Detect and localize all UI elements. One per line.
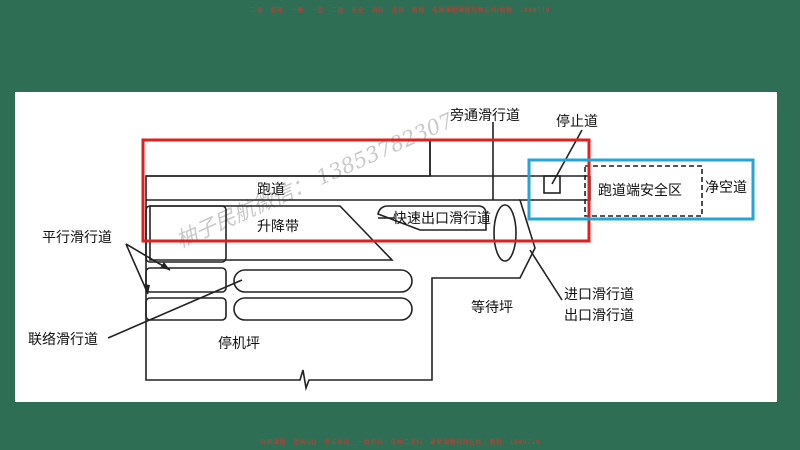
- entrance-taxiway-label: 进口滑行道: [564, 286, 634, 303]
- clearway-highlight-frame: [527, 158, 755, 221]
- arrow-tip-1: [160, 262, 170, 270]
- parallel-taxiway-block-1: [145, 205, 227, 263]
- parallel-taxiway-label: 平行滑行道: [42, 229, 112, 246]
- holding-bay-label: 等待坪: [471, 299, 513, 316]
- arrow-tip-2: [143, 284, 150, 294]
- parallel-taxiway-strip-1: [233, 269, 413, 293]
- runway-strip-label: 升降带: [257, 219, 299, 235]
- watermark-text: 柚子民航微信： 13853782307: [172, 108, 457, 252]
- exit-taxiway-label: 出口滑行道: [564, 307, 634, 324]
- runway-label: 跑道: [257, 182, 285, 198]
- resa-box: [584, 165, 703, 217]
- parallel-taxiway-block-2: [145, 267, 227, 293]
- rapid-exit-taxiway-label: 快速出口滑行道: [393, 210, 491, 227]
- rapid-exit-shape-right: [377, 205, 487, 231]
- bottom-banner: 码哥课程 · 咨询QQ · 考试培训 · 一级资料 · 各种二资料 · 最新课程…: [260, 439, 540, 446]
- parallel-taxiway-strip-2: [233, 297, 413, 321]
- apron-label: 停机坪: [218, 335, 260, 352]
- airfield-boundary: [145, 140, 591, 392]
- stopway-box: [543, 175, 561, 194]
- clearway-label: 净空道: [705, 180, 747, 196]
- entrance-leader: [529, 249, 563, 301]
- runway-highlight-frame: [141, 138, 591, 243]
- top-banner: 二级 · 监理 · 一建 · 一造 · 二造 · 安全 · 消防 · 咨询 · …: [250, 7, 550, 14]
- bypass-taxiway-label: 旁通滑行道: [450, 107, 520, 124]
- connecting-taxiway-label: 联络滑行道: [28, 331, 98, 348]
- connecting-leader: [107, 279, 243, 339]
- parallel-taxiway-block-3: [145, 297, 227, 321]
- resa-label: 跑道端安全区: [598, 182, 682, 199]
- bypass-ellipse: [493, 204, 517, 262]
- stopway-label: 停止道: [556, 113, 598, 130]
